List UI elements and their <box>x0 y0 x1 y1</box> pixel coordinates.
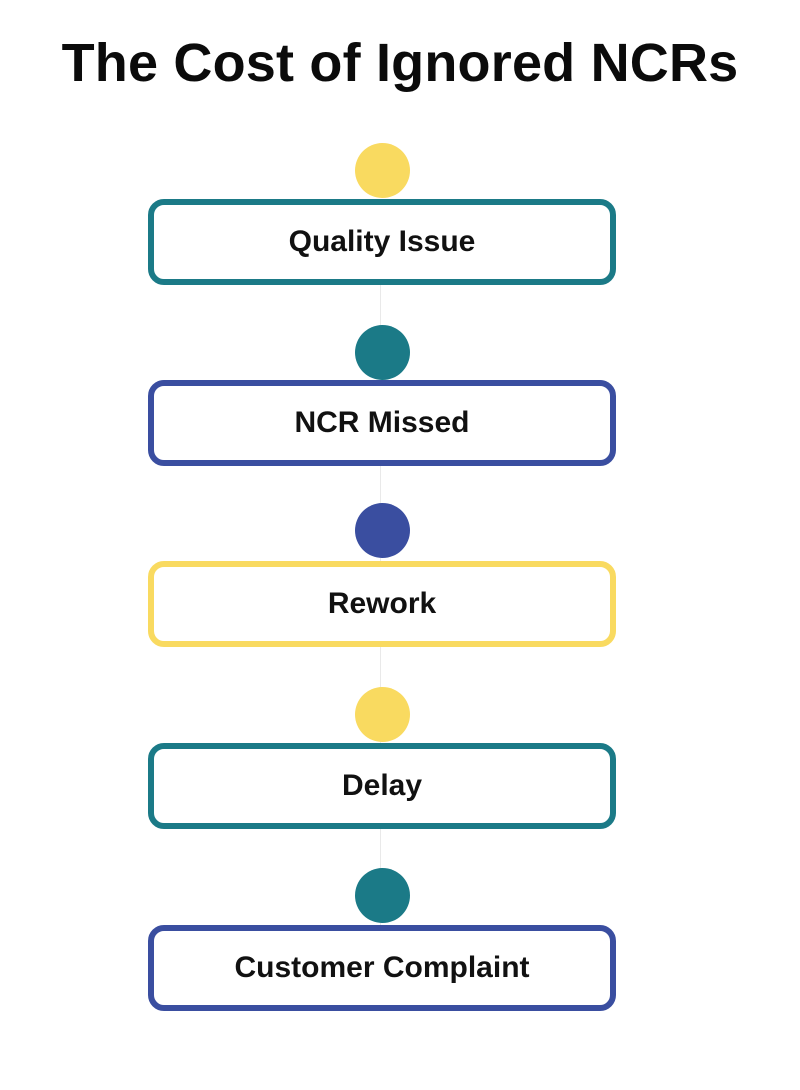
step-5-dot <box>355 868 410 923</box>
step-5-label: Customer Complaint <box>234 951 530 984</box>
step-2-box: NCR Missed <box>148 380 616 466</box>
step-3-box: Rework <box>148 561 616 647</box>
step-1-box: Quality Issue <box>148 199 616 285</box>
step-3-label: Rework <box>327 587 437 620</box>
page-title: The Cost of Ignored NCRs <box>61 33 739 93</box>
step-5-box: Customer Complaint <box>148 925 616 1011</box>
step-4-box: Delay <box>148 743 616 829</box>
step-1-label: Quality Issue <box>288 225 476 258</box>
step-4-label: Delay <box>341 769 423 802</box>
step-3-dot <box>355 503 410 558</box>
step-2-dot <box>355 325 410 380</box>
step-4-dot <box>355 687 410 742</box>
step-2-label: NCR Missed <box>294 406 470 439</box>
step-1-dot <box>355 143 410 198</box>
